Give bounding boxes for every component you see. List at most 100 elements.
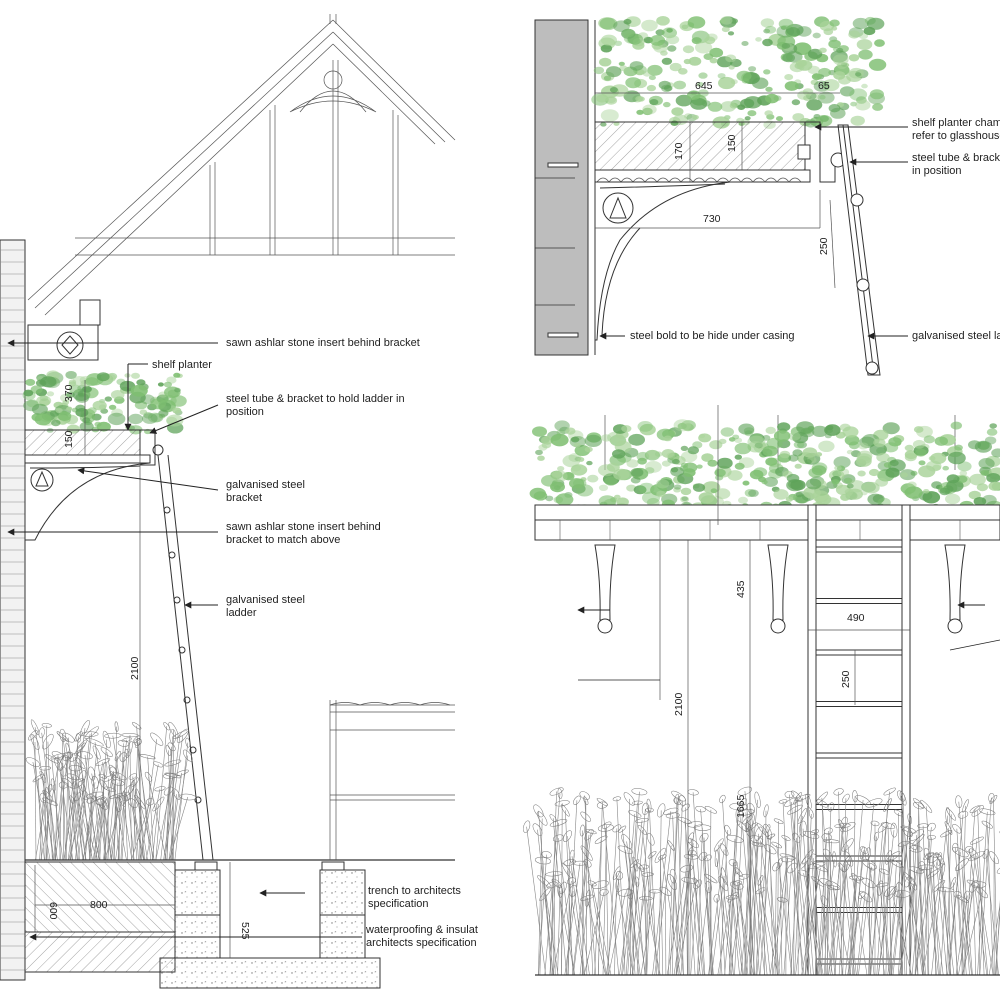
shrub-stem [789, 794, 803, 976]
dim-730: 730 [703, 213, 721, 225]
shrub-stem [868, 882, 871, 976]
leaf [625, 77, 642, 89]
shrub-leaf [787, 804, 803, 815]
shrub-leaf [523, 820, 531, 833]
leaf [532, 426, 547, 437]
shrub-leaf [681, 803, 690, 812]
shrub-stem [619, 864, 636, 976]
leaf [656, 15, 670, 26]
shrub-leaf [104, 732, 122, 739]
leaf [630, 468, 644, 477]
shrub-leaf [810, 876, 825, 887]
leaf [850, 101, 857, 107]
leaf [855, 99, 871, 111]
shrub-leaf [172, 730, 188, 739]
leaf [888, 437, 902, 447]
leaf [701, 453, 714, 462]
shrub-leaf [815, 791, 829, 805]
shrub-stem [987, 824, 994, 976]
leaf [795, 492, 804, 498]
leaf [684, 113, 693, 120]
shrub-leaf [68, 795, 75, 804]
leaf [846, 483, 854, 489]
shrub-leaf [714, 849, 719, 867]
shrub-leaf [880, 822, 896, 830]
elevation-dimension-lines [659, 405, 910, 975]
shrub-leaf [944, 821, 953, 835]
shrub-stem [672, 876, 684, 976]
shrub-leaf [900, 825, 917, 834]
leaf [832, 470, 842, 478]
shrub-leaf [645, 807, 654, 813]
shrub-leaf [75, 733, 81, 743]
shrub-leaf [559, 881, 567, 894]
leaf [748, 489, 759, 497]
leaf [555, 493, 574, 506]
leaf [753, 467, 768, 478]
leaf [734, 462, 745, 470]
shrub-leaf [726, 834, 744, 843]
leaf [989, 423, 997, 429]
shrub-stem [129, 748, 132, 861]
leaf [778, 18, 794, 29]
detail-dimension-texts: 645 65 170 150 730 250 [673, 80, 830, 255]
leaf [804, 119, 817, 128]
leaf [65, 371, 77, 379]
shrub-leaf [904, 876, 912, 888]
leaf [622, 28, 635, 38]
shrub-leaf [886, 851, 901, 863]
leaf [96, 372, 110, 382]
shrub-stem [756, 831, 768, 976]
shrub-leaf [657, 803, 666, 818]
shrub-leaf [969, 836, 984, 845]
shrub-leaf [68, 753, 79, 762]
leaf [681, 496, 688, 502]
shrub-leaf [927, 853, 939, 863]
shrub-leaf [92, 745, 101, 760]
shrub-leaf [30, 719, 40, 736]
leaf [673, 484, 682, 490]
shrub-leaf [996, 864, 1000, 874]
leaf [680, 487, 692, 496]
leaf [143, 412, 153, 419]
leaf [923, 489, 930, 494]
elevation-shelf [534, 504, 1000, 541]
shrub-stem [759, 836, 772, 976]
shrub-leaf [617, 845, 634, 854]
shrub-stem [827, 855, 829, 976]
shrub-stem [841, 825, 857, 976]
shrub-leaf [77, 751, 93, 760]
shrub-stem [538, 854, 547, 976]
leaf [727, 31, 735, 36]
shrub-stem [139, 764, 159, 861]
shrub-leaf [88, 766, 96, 781]
shrub-leaf [719, 794, 726, 804]
shrub-stem [649, 810, 657, 976]
leaf [92, 400, 107, 411]
leaf [742, 480, 750, 486]
leaf [36, 395, 52, 407]
leaf [986, 428, 998, 436]
leaf [626, 459, 639, 468]
leaf [680, 496, 690, 503]
leaf [765, 93, 779, 104]
leaf [872, 494, 885, 503]
leaf [839, 86, 855, 97]
shrub-leaf [659, 886, 672, 896]
shrub-stem [665, 891, 667, 976]
shrub-leaf [532, 823, 543, 836]
shrub-stem [760, 840, 781, 976]
shrub-leaf [751, 842, 765, 847]
label-waterproofing-2: architects specification [366, 937, 477, 949]
shrub-leaf [539, 887, 552, 902]
leaf [598, 495, 616, 508]
leaf [75, 404, 86, 412]
galvanised-steel-bracket [24, 462, 151, 541]
leaf [738, 496, 748, 504]
shrub-stem [889, 863, 897, 976]
shrub-stem [107, 755, 119, 861]
shrub-leaf [669, 868, 677, 884]
leaf [671, 107, 684, 116]
shrub-stem [851, 852, 863, 976]
